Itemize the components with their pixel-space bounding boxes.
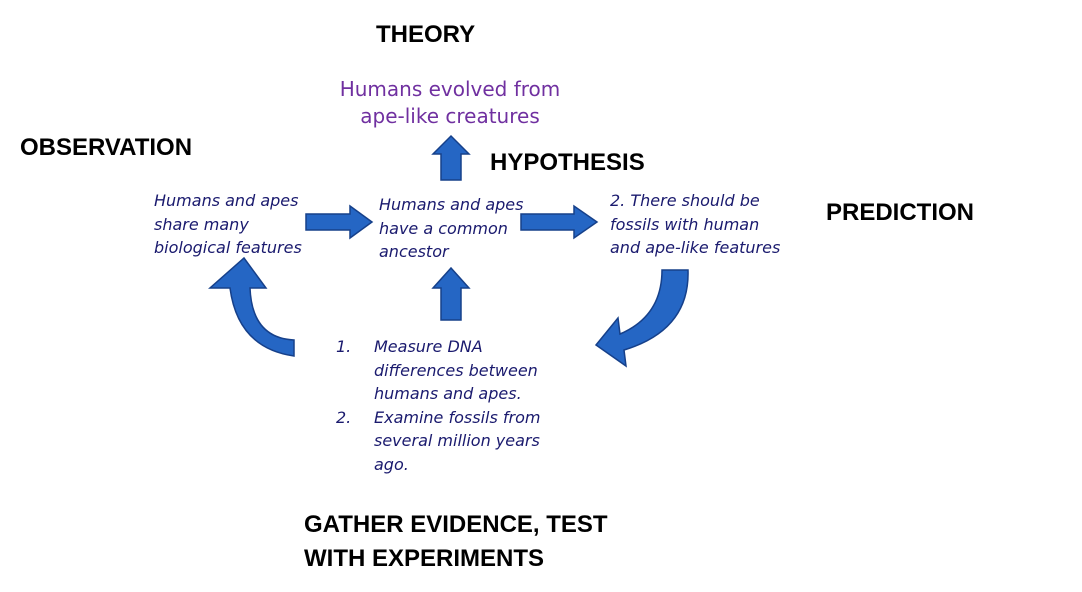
prediction-heading: PREDICTION <box>826 199 975 226</box>
evidence-item-line: Examine fossils from <box>374 407 541 427</box>
evidence-item-line: several million years <box>374 431 540 450</box>
arrow-evidence-to-hypothesis <box>431 266 471 321</box>
gather-heading-line-1: GATHER EVIDENCE, TEST <box>304 511 608 538</box>
observation-text-line: share many <box>154 214 249 234</box>
evidence-item-number: 2. <box>336 407 352 427</box>
evidence-item-number: 1. <box>336 337 352 356</box>
theory-text-line: ape-like creatures <box>360 104 540 128</box>
prediction-text-line: fossils with human <box>610 214 760 234</box>
prediction-text-line: 2. There should be <box>610 191 760 210</box>
theory-heading: THEORY <box>376 21 476 48</box>
arrow-observation-to-hypothesis <box>305 204 374 240</box>
prediction-text: 2. There should be fossils with human an… <box>610 189 780 260</box>
observation-text-line: biological features <box>154 238 302 257</box>
arrow-hypothesis-to-prediction <box>520 204 599 240</box>
theory-text: Humans evolved from ape-like creatures <box>330 76 570 130</box>
observation-heading: OBSERVATION <box>20 134 193 161</box>
theory-text-line: Humans evolved from <box>339 77 561 101</box>
hypothesis-text-line: Humans and apes <box>379 195 524 214</box>
arrow-evidence-to-observation <box>208 256 295 357</box>
arrow-prediction-to-evidence <box>594 269 689 368</box>
evidence-item-line: Measure DNA <box>374 337 483 356</box>
gather-heading-line-2: WITH EXPERIMENTS <box>304 545 545 572</box>
observation-text: Humans and apes share many biological fe… <box>154 189 302 260</box>
prediction-text-line: and ape-like features <box>610 238 781 257</box>
arrow-hypothesis-to-theory <box>431 134 471 181</box>
hypothesis-text: Humans and apes have a common ancestor <box>379 193 523 264</box>
hypothesis-text-line: ancestor <box>379 242 449 261</box>
gather-evidence-heading: GATHER EVIDENCE, TEST WITH EXPERIMENTS <box>304 508 608 576</box>
evidence-item-line: ago. <box>374 454 409 474</box>
evidence-item-line: humans and apes. <box>374 384 522 403</box>
evidence-item-line: differences between <box>374 360 538 380</box>
evidence-item: 2. Examine fossils from several million … <box>336 406 540 477</box>
observation-text-line: Humans and apes <box>154 191 299 210</box>
hypothesis-heading: HYPOTHESIS <box>490 149 645 176</box>
evidence-item: 1. Measure DNA differences between human… <box>336 335 540 406</box>
hypothesis-text-line: have a common <box>379 218 508 238</box>
evidence-list: 1. Measure DNA differences between human… <box>336 335 540 476</box>
